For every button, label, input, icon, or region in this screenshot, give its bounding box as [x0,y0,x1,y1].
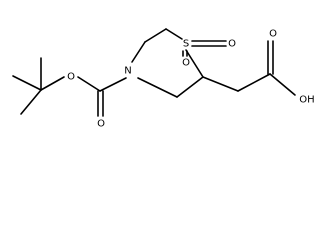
atom-labels: N S O O O O O OH [67,29,315,130]
bond-carbonyl-oester [77,76,101,92]
atom-o-sulfonyl-down: O [182,58,190,69]
atom-o-acid-carbonyl: O [269,29,277,40]
atom-o-carbamate-carbonyl: O [97,119,105,130]
sulfonyl-bonds [182,40,227,57]
bond-c2-ch2 [202,76,239,92]
thiomorpholine-ring-bonds [131,28,204,98]
bond-n-c5 [131,41,146,63]
boc-group-bonds [12,57,127,117]
bond-c5-c6 [144,28,167,43]
atom-s: S [183,39,189,50]
bond-s-c2 [185,49,204,78]
bond-oester-ctert [40,76,65,91]
bond-ctert-me-left [12,75,42,91]
structure-diagram: N S O O O O O OH [12,28,315,130]
bond-cooh-oh [269,73,296,96]
atom-o-sulfonyl-right: O [228,39,236,50]
atom-n: N [124,66,131,77]
bond-n-carbonyl [99,77,127,92]
bond-ch2-cooh [237,73,271,92]
bond-c6-s [165,28,183,40]
bond-ctert-me-down [20,89,42,115]
acetic-acid-bonds [202,40,296,96]
bond-c3-n [137,77,178,98]
bond-c2-c3 [176,76,204,98]
atom-o-carbamate-ester: O [67,72,75,83]
atom-oh-acid: OH [299,95,314,106]
